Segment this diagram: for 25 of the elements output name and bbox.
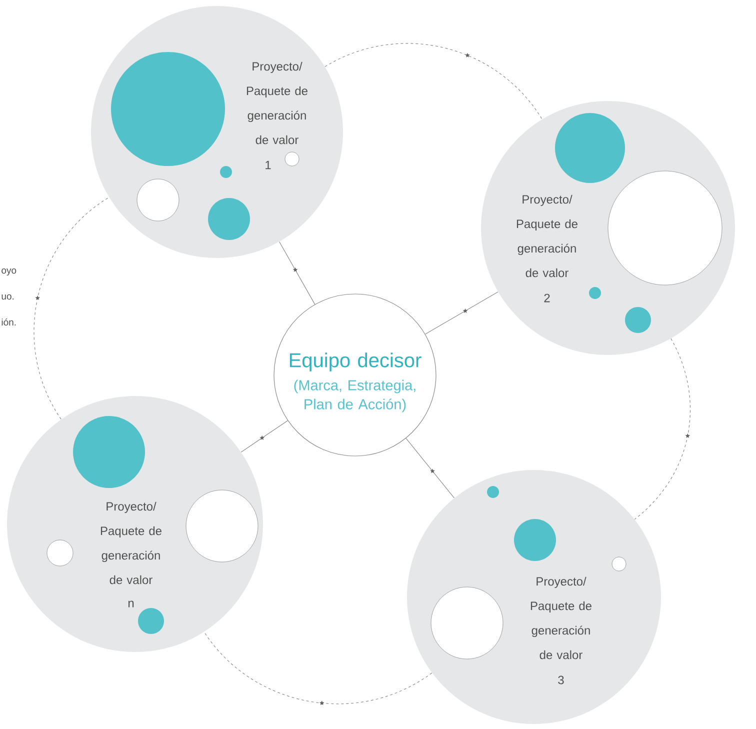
dashed-connector — [204, 632, 432, 704]
connector — [425, 292, 498, 334]
node-text: n — [128, 600, 134, 608]
dashed-connector — [324, 43, 542, 120]
subtitle-text: (Marca, Estrategia, Plan de Acción) — [294, 380, 416, 412]
connector — [240, 420, 288, 452]
connector — [406, 438, 454, 498]
node-text: Proyecto/ Paquete de generación de valor — [530, 576, 592, 660]
node-text: 3 — [558, 676, 564, 684]
project-circle — [91, 6, 343, 258]
cropped-note: uo. — [2, 294, 14, 300]
node-text: Proyecto/ Paquete de generación de valor — [516, 194, 578, 278]
title-text: Equipo decisor — [290, 352, 422, 372]
node-text: 1 — [266, 160, 271, 170]
dashed-connector — [634, 338, 690, 520]
project-circle — [481, 101, 735, 355]
node-text: Proyecto/ Paquete de generación de valor — [246, 62, 308, 144]
decision-circle — [274, 294, 436, 456]
node-text: 2 — [544, 294, 550, 302]
cropped-note: oyo — [2, 268, 16, 276]
project-circle — [407, 470, 661, 724]
cropped-note: ión. — [2, 318, 16, 326]
connector — [279, 241, 316, 305]
dashed-connector — [34, 197, 110, 420]
project-circle — [7, 396, 263, 652]
